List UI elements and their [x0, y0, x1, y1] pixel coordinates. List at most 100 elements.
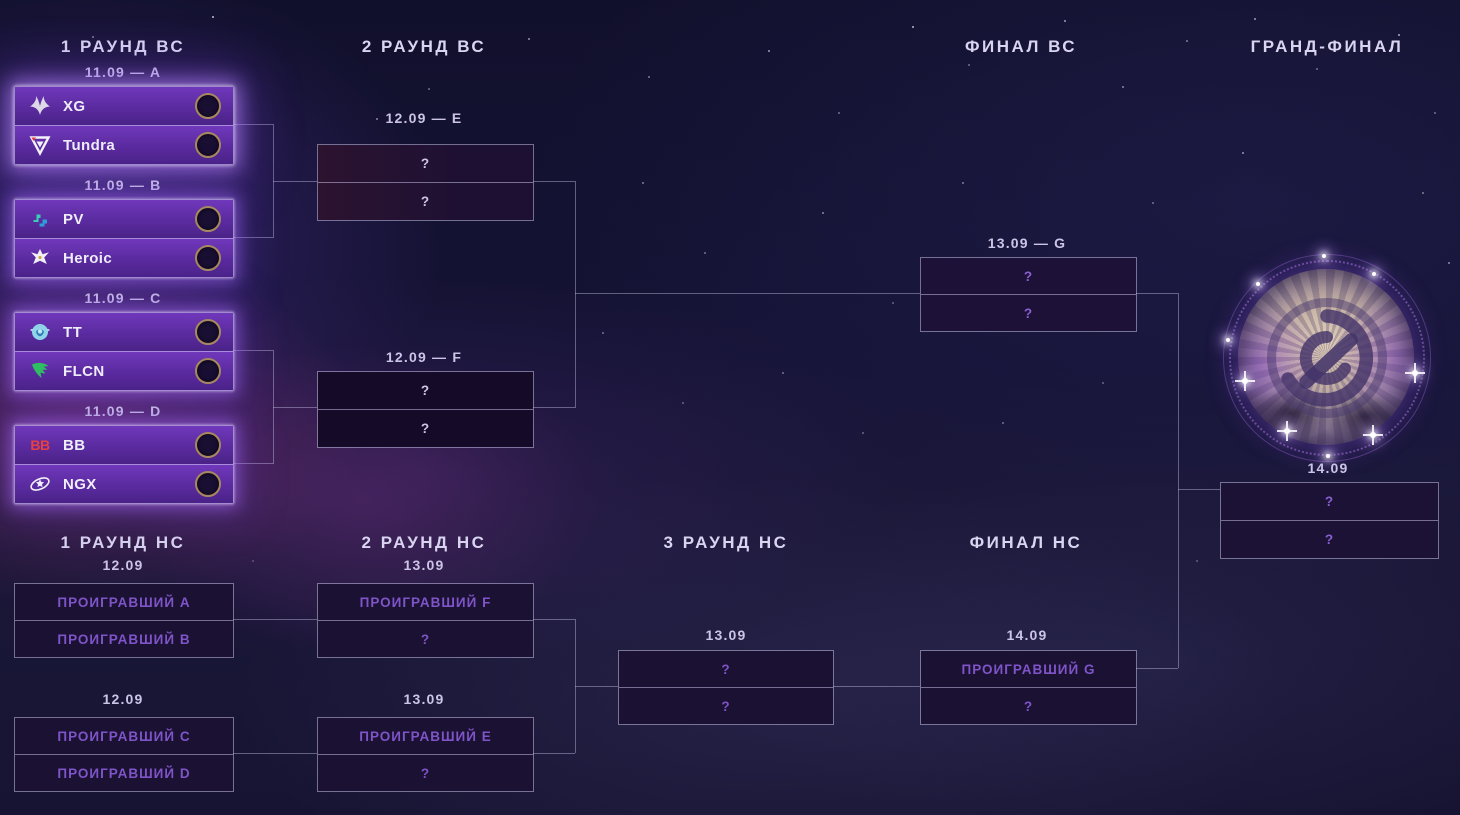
match-g[interactable]: ? ?: [920, 257, 1137, 332]
slot-text: ?: [1324, 494, 1335, 509]
team-row-xg[interactable]: XG: [15, 87, 233, 125]
team-row-ngx[interactable]: NGX: [15, 464, 233, 503]
lb2-match2-date: 13.09: [403, 691, 445, 707]
team-row-bb[interactable]: BB BB: [15, 426, 233, 464]
match-slot[interactable]: ?: [619, 651, 833, 687]
match-slot[interactable]: ?: [318, 182, 533, 220]
team-row-heroic[interactable]: Heroic: [15, 238, 233, 277]
slot-text: ПРОИГРАВШИЙ F: [359, 594, 492, 610]
tundra-esports-logo-icon: [27, 132, 53, 158]
score-circle: [195, 93, 221, 119]
slot-text: ПРОИГРАВШИЙ A: [57, 594, 191, 610]
match-slot[interactable]: ?: [318, 620, 533, 657]
team-row-tt[interactable]: TT: [15, 313, 233, 351]
slot-text: ?: [420, 383, 431, 398]
lb-round2-match1[interactable]: ПРОИГРАВШИЙ F ?: [317, 583, 534, 658]
sparkle-glint: [1277, 421, 1297, 441]
lb-round1-match2[interactable]: ПРОИГРАВШИЙ C ПРОИГРАВШИЙ D: [14, 717, 234, 792]
connector-line: [575, 619, 576, 753]
connector-line: [232, 463, 273, 464]
sparkle-glint: [1405, 363, 1425, 383]
lb-round1-match1[interactable]: ПРОИГРАВШИЙ A ПРОИГРАВШИЙ B: [14, 583, 234, 658]
match-a[interactable]: XG Tundra: [14, 86, 234, 165]
team-falcons-logo-icon: [27, 358, 53, 384]
match-slot[interactable]: ПРОИГРАВШИЙ E: [318, 718, 533, 754]
match-c[interactable]: TT FLCN: [14, 312, 234, 391]
grand-final-date: 14.09: [1307, 460, 1349, 476]
header-lower-round3: 3 РАУНД НС: [663, 533, 789, 552]
slot-text: ?: [1023, 305, 1034, 321]
match-label-f: 12.09 — F: [385, 349, 463, 365]
team-name: NGX: [63, 475, 97, 493]
slot-text: ?: [1023, 268, 1034, 284]
match-slot[interactable]: ?: [921, 687, 1136, 724]
betboom-logo-icon: BB: [27, 432, 53, 458]
team-name: FLCN: [63, 362, 105, 380]
header-grand-final: ГРАНД-ФИНАЛ: [1250, 37, 1404, 56]
match-slot[interactable]: ?: [921, 258, 1136, 294]
match-label-c: 11.09 — C: [84, 290, 162, 306]
aegis-outer-ring: [1223, 254, 1431, 462]
lb2-match1-date: 13.09: [403, 557, 445, 573]
sparkle-glint: [1322, 254, 1326, 258]
header-upper-final: ФИНАЛ ВС: [964, 37, 1078, 56]
slot-text: ?: [721, 698, 731, 714]
connector-line: [1178, 293, 1179, 668]
aegis-of-champions-trophy: [1222, 252, 1432, 464]
match-slot[interactable]: ПРОИГРАВШИЙ B: [15, 620, 233, 657]
match-slot[interactable]: ПРОИГРАВШИЙ D: [15, 754, 233, 791]
header-upper-round1: 1 РАУНД ВС: [60, 37, 186, 56]
match-e[interactable]: ? ?: [317, 144, 534, 221]
connector-line: [273, 350, 274, 464]
score-circle: [195, 206, 221, 232]
lb-final-match[interactable]: ПРОИГРАВШИЙ G ?: [920, 650, 1137, 725]
nigma-galaxy-logo-icon: [27, 471, 53, 497]
connector-line: [232, 237, 273, 238]
match-slot[interactable]: ?: [921, 294, 1136, 331]
match-d[interactable]: BB BB NGX: [14, 425, 234, 504]
header-lower-round2: 2 РАУНД НС: [361, 533, 487, 552]
match-slot[interactable]: ПРОИГРАВШИЙ F: [318, 584, 533, 620]
sparkle-glint: [1363, 425, 1383, 445]
lb-round2-match2[interactable]: ПРОИГРАВШИЙ E ?: [317, 717, 534, 792]
score-circle: [195, 358, 221, 384]
match-slot[interactable]: ПРОИГРАВШИЙ C: [15, 718, 233, 754]
lb-round3-match[interactable]: ? ?: [618, 650, 834, 725]
sparkle-glint: [1372, 272, 1376, 276]
heroic-logo-icon: [27, 245, 53, 271]
match-label-d: 11.09 — D: [84, 403, 162, 419]
match-slot[interactable]: ПРОИГРАВШИЙ A: [15, 584, 233, 620]
team-row-flcn[interactable]: FLCN: [15, 351, 233, 390]
match-f[interactable]: ? ?: [317, 371, 534, 448]
match-slot[interactable]: ?: [318, 409, 533, 447]
slot-text: ПРОИГРАВШИЙ E: [359, 728, 492, 744]
team-name: BB: [63, 436, 86, 454]
match-slot[interactable]: ?: [619, 687, 833, 724]
slot-text: ?: [420, 156, 431, 171]
slot-text: ?: [721, 661, 731, 677]
match-label-e: 12.09 — E: [385, 110, 463, 126]
connector-line: [273, 124, 274, 238]
slot-text: ?: [1023, 698, 1034, 714]
connector-line: [232, 350, 273, 351]
match-slot[interactable]: ?: [1221, 483, 1438, 520]
slot-text: ПРОИГРАВШИЙ C: [57, 728, 191, 744]
slot-text: ?: [420, 194, 431, 209]
grand-final-match[interactable]: ? ?: [1220, 482, 1439, 559]
team-name: Heroic: [63, 249, 113, 267]
slot-text: ПРОИГРАВШИЙ D: [57, 765, 191, 781]
match-slot[interactable]: ?: [318, 145, 533, 182]
match-b[interactable]: PV Heroic: [14, 199, 234, 278]
match-slot[interactable]: ПРОИГРАВШИЙ G: [921, 651, 1136, 687]
connector-line: [575, 686, 618, 687]
betboom-logo-text: BB: [30, 437, 50, 453]
match-slot[interactable]: ?: [318, 754, 533, 791]
match-slot[interactable]: ?: [318, 372, 533, 409]
connector-line: [532, 753, 575, 754]
match-slot[interactable]: ?: [1221, 520, 1438, 558]
team-row-pv[interactable]: PV: [15, 200, 233, 238]
slot-text: ?: [420, 765, 431, 781]
team-row-tundra[interactable]: Tundra: [15, 125, 233, 164]
score-circle: [195, 132, 221, 158]
connector-line: [1135, 293, 1178, 294]
